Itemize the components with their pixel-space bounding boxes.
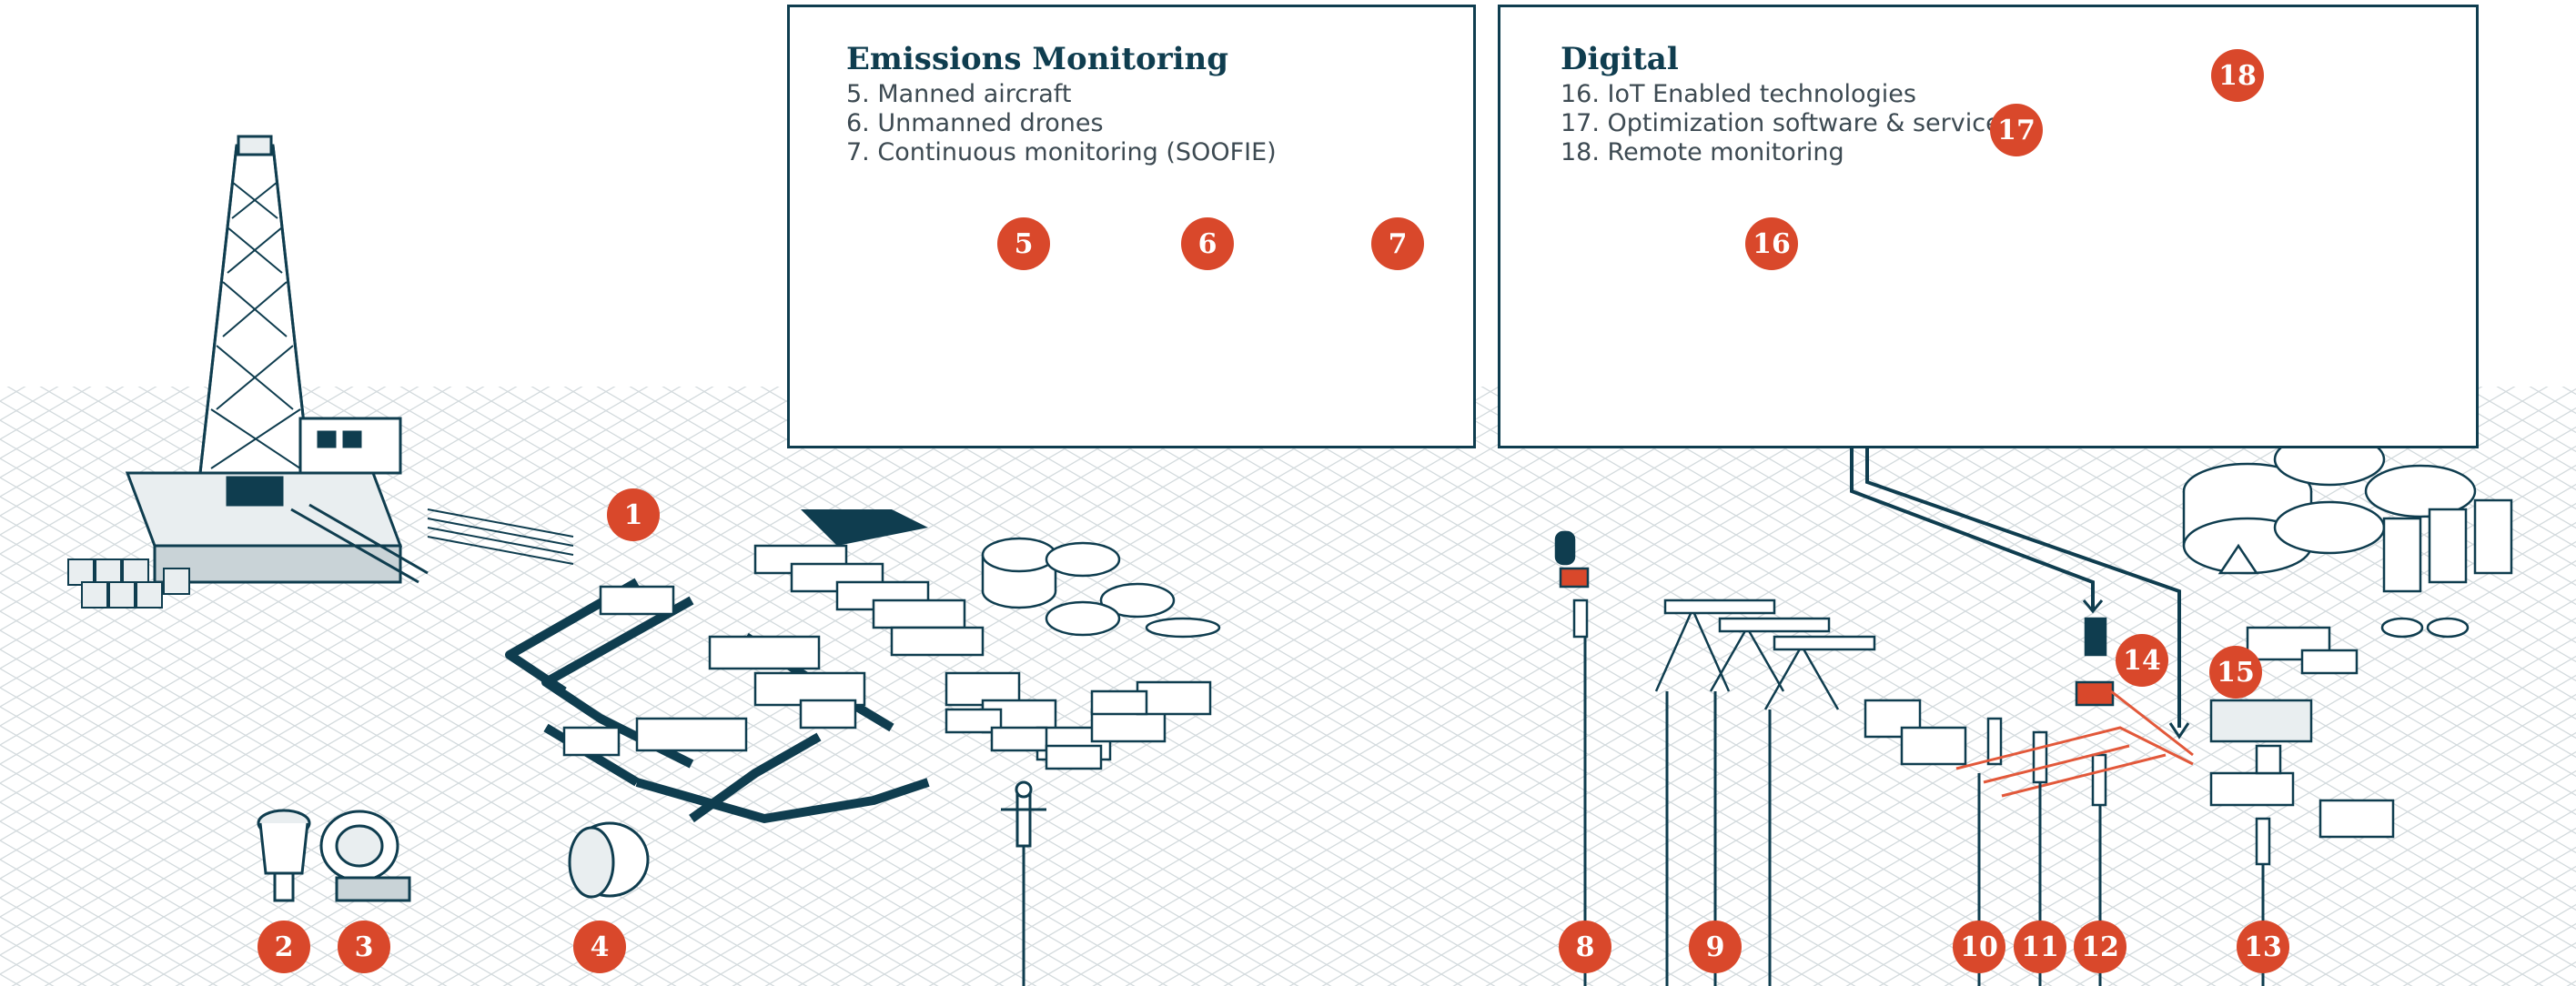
- badge-11: 11: [2014, 921, 2066, 973]
- badge-10: 10: [1953, 921, 2005, 973]
- badge-2: 2: [258, 921, 310, 973]
- list-item: 5. Manned aircraft: [846, 80, 1072, 108]
- bearing-icon: [319, 810, 411, 902]
- badge-17: 17: [1990, 104, 2043, 156]
- badge-6: 6: [1181, 217, 1234, 270]
- list-item: 16. IoT Enabled technologies: [1561, 80, 1916, 108]
- badge-18: 18: [2211, 49, 2264, 102]
- pumpjack-icon: [1654, 599, 1876, 710]
- wellhead-icon: [1001, 780, 1046, 986]
- emissions-monitoring-panel: Emissions Monitoring 5. Manned aircraft …: [787, 5, 1476, 448]
- badge-15: 15: [2209, 646, 2262, 699]
- pipeline-network: [1955, 689, 2194, 798]
- drilling-rig-icon: [67, 135, 574, 609]
- digital-panel: Digital 16. IoT Enabled technologies 17.…: [1498, 5, 2479, 448]
- list-item: 6. Unmanned drones: [846, 109, 1104, 137]
- badge-3: 3: [338, 921, 390, 973]
- badge-13: 13: [2237, 921, 2289, 973]
- badge-12: 12: [2074, 921, 2126, 973]
- badge-1: 1: [607, 488, 660, 541]
- badge-9: 9: [1689, 921, 1742, 973]
- truck-icon: [945, 689, 1148, 770]
- drill-bit-icon: [257, 809, 311, 902]
- badge-14: 14: [2116, 634, 2168, 687]
- list-item: 17. Optimization software & services: [1561, 109, 2014, 137]
- badge-7: 7: [1371, 217, 1424, 270]
- storage-tanks-icon: [981, 537, 1221, 639]
- badge-16: 16: [1745, 217, 1798, 270]
- panel-title: Emissions Monitoring: [846, 41, 1229, 77]
- badge-8: 8: [1559, 921, 1611, 973]
- badge-4: 4: [573, 921, 626, 973]
- digital-connector-lines: [1850, 446, 2190, 740]
- list-item: 18. Remote monitoring: [1561, 138, 1844, 166]
- list-item: 7. Continuous monitoring (SOOFIE): [846, 138, 1277, 166]
- panel-title: Digital: [1561, 41, 1679, 77]
- badge-5: 5: [997, 217, 1050, 270]
- plug-icon: [568, 821, 650, 899]
- production-facilities: [1554, 432, 2513, 866]
